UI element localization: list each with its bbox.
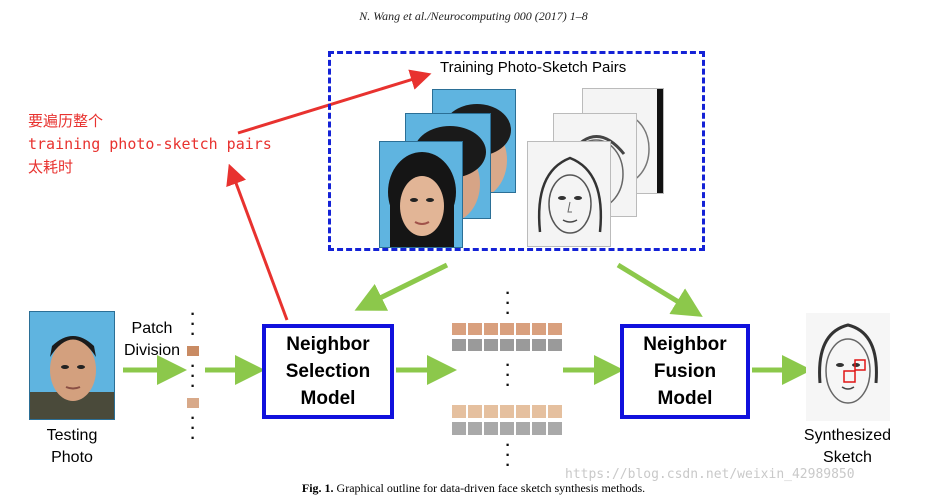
patch-highlight-box [843, 370, 856, 383]
image-patch [187, 398, 199, 408]
neighbors-dots-top: ··· [505, 285, 511, 322]
testing-photo-label: Testing Photo [22, 425, 122, 469]
annotation-line-3: 太耗时 [28, 158, 74, 176]
selection-line-2: Selection [285, 361, 371, 382]
sketch-patch-row [452, 339, 564, 351]
patch-label-line-1: Patch [131, 320, 173, 337]
fusion-line-3: Model [657, 388, 713, 409]
neighbor-selection-model-box: Neighbor Selection Model [262, 324, 394, 419]
patch-label-line-2: Division [123, 342, 180, 359]
watermark: https://blog.csdn.net/weixin_42989850 [565, 467, 855, 482]
fusion-line-1: Neighbor [643, 334, 727, 355]
selection-line-3: Model [300, 388, 356, 409]
patches-dots-mid: ··· [190, 358, 196, 395]
annotation-note: 要遍历整个 training photo-sketch pairs 太耗时 [28, 110, 272, 179]
selection-line-1: Neighbor [286, 334, 370, 355]
output-label-line-1: Synthesized [803, 427, 892, 444]
selected-neighbor-patches: ··· ··· ··· [452, 285, 564, 474]
training-sketch-1 [527, 141, 611, 247]
arrow-dataset-to-selection [354, 262, 449, 311]
annotation-line-2: training photo-sketch pairs [28, 135, 272, 153]
neighbors-dots-bottom: ··· [505, 437, 511, 474]
photo-patch-row [452, 405, 564, 418]
image-patches-column: ··· ··· ··· [186, 306, 200, 447]
neighbor-fusion-model-box: Neighbor Fusion Model [620, 324, 750, 419]
image-patch [187, 346, 199, 356]
neighbors-dots-mid: ··· [505, 357, 511, 394]
training-photo-1 [379, 141, 463, 248]
training-dataset-box [328, 51, 705, 251]
figure-number: Fig. 1. [301, 481, 334, 495]
patches-dots-bottom: ··· [190, 410, 196, 447]
output-label-line-2: Sketch [823, 449, 872, 466]
figure-caption: Fig. 1. Graphical outline for data-drive… [0, 481, 947, 496]
patches-dots-top: ··· [190, 306, 196, 343]
patch-highlight-box [854, 359, 866, 371]
figure-caption-text: Graphical outline for data-driven face s… [336, 481, 646, 495]
annotation-arrow-to-selection [226, 163, 289, 321]
photo-patch-row [452, 323, 564, 335]
running-header: N. Wang et al./Neurocomputing 000 (2017)… [359, 9, 588, 23]
patch-division-label: Patch Division [117, 318, 187, 362]
testing-label-line-1: Testing [46, 427, 98, 444]
fusion-line-2: Fusion [653, 361, 717, 382]
training-dataset-title: Training Photo-Sketch Pairs [440, 59, 627, 76]
synthesized-sketch [806, 313, 890, 421]
arrow-dataset-to-fusion [616, 262, 703, 317]
testing-label-line-2: Photo [51, 449, 93, 466]
testing-photo [29, 311, 115, 420]
annotation-line-1: 要遍历整个 [28, 112, 104, 130]
synthesized-sketch-label: Synthesized Sketch [790, 425, 905, 469]
sketch-patch-row [452, 422, 564, 435]
